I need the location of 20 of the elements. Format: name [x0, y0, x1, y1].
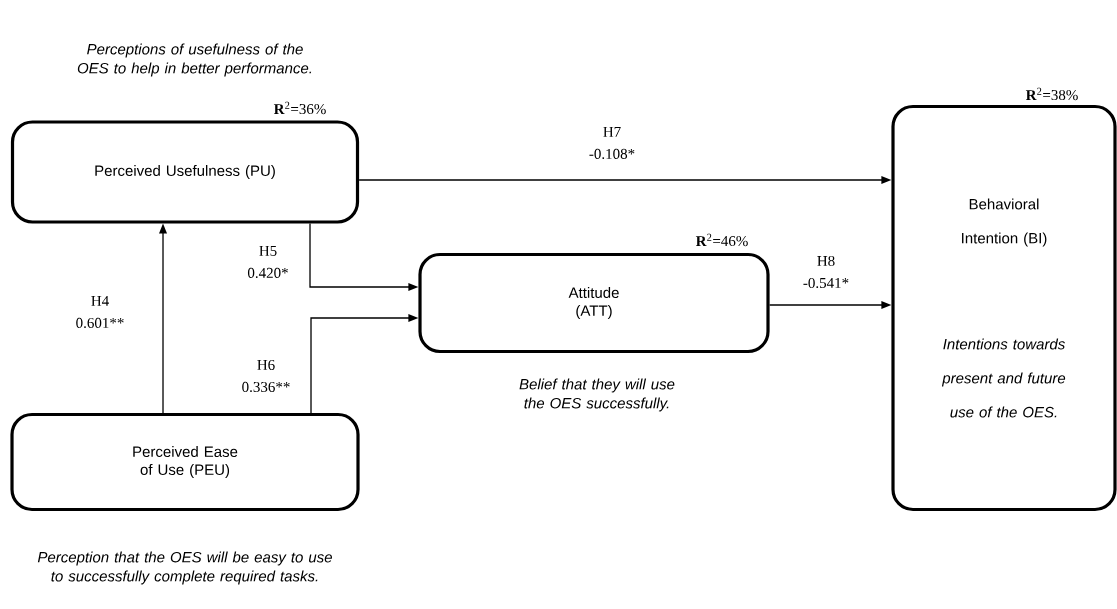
arrow [159, 223, 167, 414]
construct-box: Attitude (ATT) [418, 252, 770, 354]
edge-label: H7 -0.108* [580, 125, 644, 160]
arrow [768, 301, 892, 309]
r-squared-label: R$^{2}$=38% [1025, 87, 1078, 101]
edge-label: H5 0.420* [236, 244, 300, 279]
description-text: Perceptions of usefulness of the OES to help in better performance. [77, 43, 312, 77]
edge-label: H6 0.336** [234, 358, 298, 394]
arrow [310, 314, 419, 414]
construct-box: Behavioral Intention (BI) Intentions towards present and future use of the OES. [891, 104, 1117, 512]
arrow [309, 222, 419, 291]
edge-label: H8 -0.541* [794, 254, 858, 290]
edge-label: H4 0.601** [68, 294, 132, 330]
description-text: Belief that they will use the OES successfully. [519, 378, 675, 412]
construct-box: Perceived Ease of Use (PEU) [10, 412, 360, 512]
construct-box: Perceived Usefulness (PU) [10, 120, 360, 224]
r-squared-label: R$^{2}$=46% [695, 233, 748, 247]
r-squared-label: R$^{2}$=36% [273, 101, 326, 115]
description-text: Perception that the OES will be easy to use to successfully complete required tasks. [37, 551, 332, 585]
arrow [358, 176, 892, 184]
